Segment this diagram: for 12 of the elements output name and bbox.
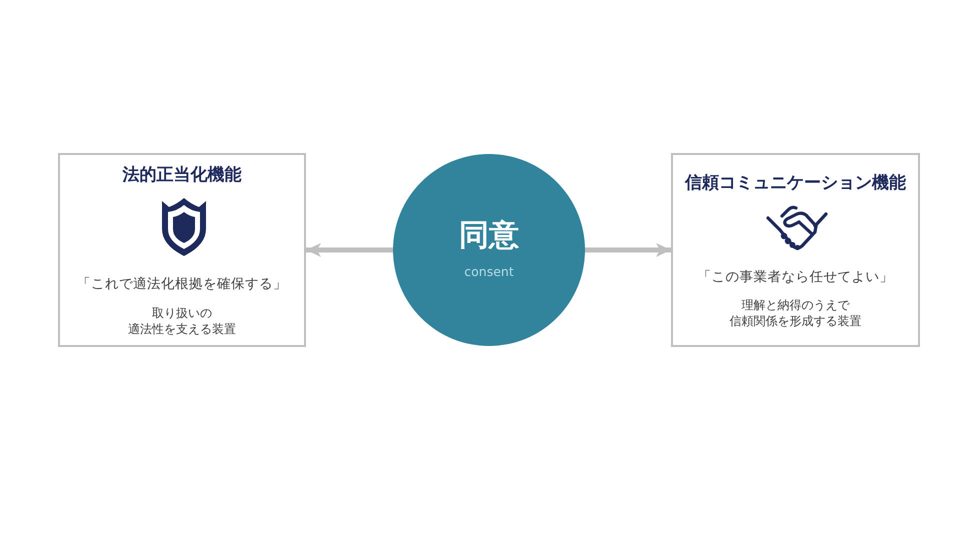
quote-text: 「これで適法化根拠を確保する」 <box>77 276 287 293</box>
quote-text: 「この事業者なら任せてよい」 <box>698 269 894 286</box>
circle-title: 同意 <box>459 219 519 253</box>
arrow <box>306 243 393 257</box>
function-card <box>58 153 306 347</box>
card-title: 法的正当化機能 <box>122 165 242 185</box>
function-card <box>671 153 920 347</box>
arrow <box>585 243 671 257</box>
circle-subtitle: consent <box>464 264 514 279</box>
card-title: 信頼コミュニケーション機能 <box>685 173 906 193</box>
description-text: 取り扱いの適法性を支える装置 <box>128 305 236 337</box>
description-text: 理解と納得のうえで信頼関係を形成する装置 <box>730 297 862 329</box>
